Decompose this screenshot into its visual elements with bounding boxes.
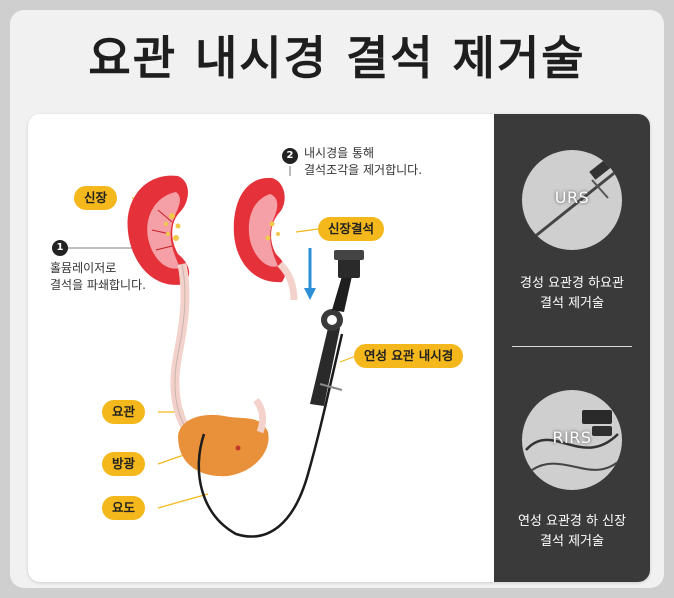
stone-fragments-right [265, 221, 280, 241]
step-leaders [62, 166, 291, 249]
urs-caption: 경성 요관경 하요관 결석 제거술 [520, 276, 624, 311]
step-1-text: 홀뮴레이저로 결석을 파쇄합니다. [50, 261, 146, 292]
step-1-number: 1 [52, 240, 68, 256]
step-2-text: 내시경을 통해 결석조각을 제거합니다. [304, 146, 423, 177]
kidney-right [233, 177, 298, 301]
urs-badge: URS [554, 188, 590, 207]
label-urethra: 요도 [102, 496, 146, 520]
rirs-caption: 연성 요관경 하 신장 결석 제거술 [517, 514, 627, 549]
bladder-shape [178, 397, 269, 477]
panel-divider [512, 346, 632, 347]
direction-arrow [304, 248, 316, 300]
label-ureter: 요관 [102, 400, 146, 424]
label-kidney: 신장 [74, 186, 118, 210]
flexible-ureteroscope-icon [525, 410, 621, 471]
page-title: 요관 내시경 결석 제거술 [88, 31, 586, 85]
step-2-number: 2 [282, 148, 298, 164]
ureter-tube [170, 263, 192, 435]
label-bladder: 방광 [102, 452, 146, 476]
diagram-card: 신장 신장결석 연성 요관 내시경 요관 방광 요도 1 홀뮴레이저로 결석을 … [28, 114, 650, 582]
urs-image: URS [522, 150, 622, 250]
label-flexible-scope: 연성 요관 내시경 [354, 344, 464, 368]
kidney-left [127, 175, 190, 285]
rirs-image: RIRS [522, 390, 622, 490]
flexible-ureteroscope [310, 250, 364, 406]
label-kidney-stone: 신장결석 [318, 217, 385, 241]
scope-cable [197, 333, 344, 538]
procedure-panel: URS 경성 요관경 하요관 결석 제거술 RIRS 연성 요관경 하 신장 결… [494, 114, 650, 582]
rirs-badge: RIRS [552, 428, 592, 447]
stone-fragments-left [164, 213, 181, 241]
anatomy-illustration [62, 166, 364, 538]
rigid-ureteroscope-icon [527, 158, 619, 244]
